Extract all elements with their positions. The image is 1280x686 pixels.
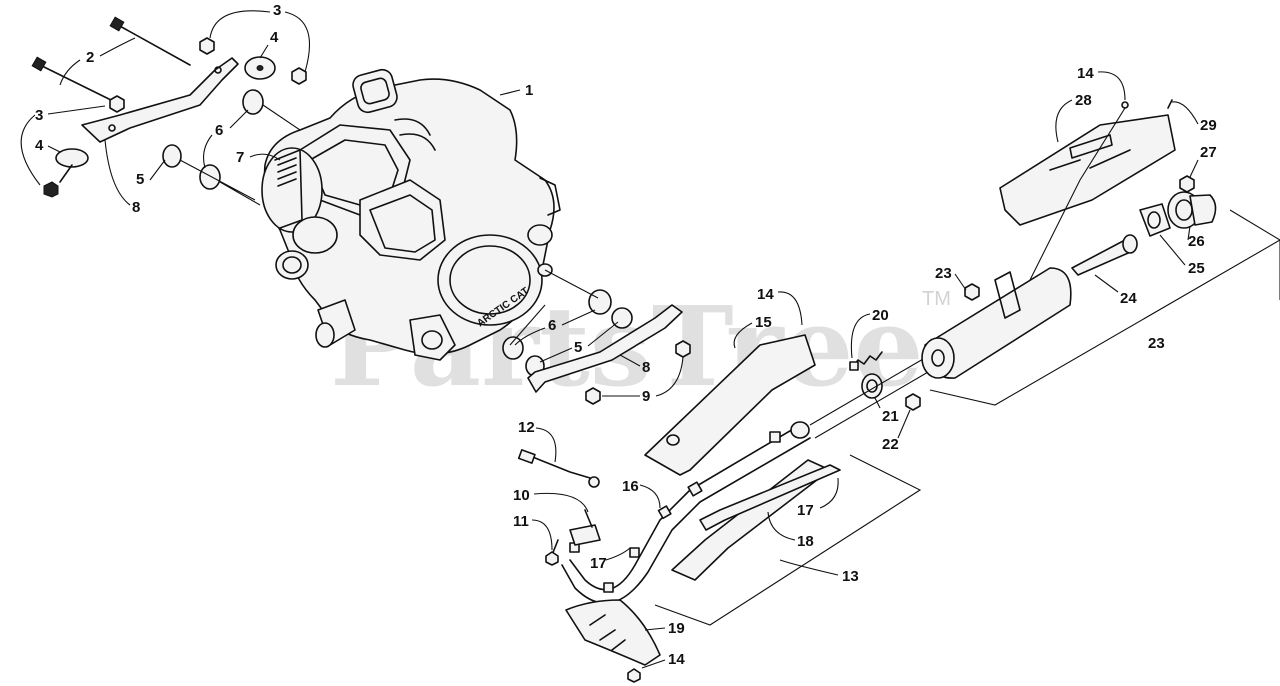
nut-23 xyxy=(964,283,980,301)
callout-5-left: 5 xyxy=(136,171,144,188)
callout-24: 24 xyxy=(1120,290,1137,307)
washer-upper xyxy=(244,56,276,80)
nut-lower-left xyxy=(585,387,601,405)
callout-12: 12 xyxy=(518,419,535,436)
screw-29 xyxy=(1167,99,1173,109)
sensor-wire-12 xyxy=(517,449,600,488)
callout-20: 20 xyxy=(872,307,889,324)
screw-14-top xyxy=(1121,101,1129,109)
spring-20 xyxy=(849,351,883,371)
bushing-upper xyxy=(162,89,264,190)
callout-4-left: 4 xyxy=(35,137,44,154)
callout-11: 11 xyxy=(513,513,529,530)
bolt-long-lower xyxy=(31,56,116,103)
callout-7: 7 xyxy=(236,149,244,166)
fin-lines xyxy=(277,157,297,187)
callouts: 1 2 3 4 3 4 5 6 7 8 6 5 8 xyxy=(20,2,1217,669)
callout-22: 22 xyxy=(882,436,899,453)
bolt-long-upper xyxy=(109,16,191,66)
callout-14-top: 14 xyxy=(1077,65,1094,82)
callout-17-right: 17 xyxy=(797,502,814,519)
callout-19: 19 xyxy=(668,620,685,637)
callout-4-top: 4 xyxy=(270,29,279,46)
callout-23-right: 23 xyxy=(1148,335,1165,352)
damper-mount-left xyxy=(43,148,89,198)
nut-22 xyxy=(905,393,921,411)
watermark-trademark: TM xyxy=(922,288,951,310)
callout-25: 25 xyxy=(1188,260,1205,277)
nut-upper-right xyxy=(291,67,307,85)
callout-16: 16 xyxy=(622,478,639,495)
tailpipe-26 xyxy=(1167,191,1217,229)
callout-14-bottom: 14 xyxy=(668,651,685,668)
callout-5-right: 5 xyxy=(574,339,582,356)
engine-assembly: ARCTIC CAT xyxy=(261,68,561,361)
callout-13: 13 xyxy=(842,568,859,585)
callout-6-right: 6 xyxy=(548,317,556,334)
callout-23-left: 23 xyxy=(935,265,952,282)
callout-6-left: 6 xyxy=(215,122,223,139)
heat-shield-15 xyxy=(644,334,816,476)
callout-27: 27 xyxy=(1200,144,1217,161)
callout-28: 28 xyxy=(1075,92,1092,109)
o2-sensor-bracket xyxy=(569,509,601,546)
bracket-23 xyxy=(929,239,1280,406)
cover-19 xyxy=(565,599,661,683)
heat-shield-18 xyxy=(671,459,841,581)
nut-lower-right xyxy=(675,340,691,358)
nut-upper-left xyxy=(199,37,215,55)
upper-mount-bracket xyxy=(81,57,239,143)
callout-21: 21 xyxy=(882,408,899,425)
callout-14-mid: 14 xyxy=(757,286,774,303)
callout-26: 26 xyxy=(1188,233,1205,250)
spark-arrestor-24 xyxy=(1071,234,1138,276)
muffler-23 xyxy=(921,267,1072,379)
callout-17-left: 17 xyxy=(590,555,607,572)
gasket-21 xyxy=(861,373,883,399)
callout-10: 10 xyxy=(513,487,530,504)
bracket-13 xyxy=(654,454,922,626)
exhaust-header-pipe xyxy=(561,421,811,604)
callout-1: 1 xyxy=(525,82,533,99)
callout-29: 29 xyxy=(1200,117,1217,134)
callout-18: 18 xyxy=(797,533,814,550)
callout-2: 2 xyxy=(86,49,94,66)
heat-shield-28 xyxy=(999,114,1176,226)
bolt-11 xyxy=(545,539,559,566)
bolt-27 xyxy=(1179,175,1195,193)
callout-15: 15 xyxy=(755,314,772,331)
nut-left-small xyxy=(109,95,125,113)
gasket-25 xyxy=(1139,203,1171,237)
callout-3-left: 3 xyxy=(35,107,43,124)
callout-8-right: 8 xyxy=(642,359,650,376)
lower-mount-bracket xyxy=(527,304,683,393)
callout-3-top: 3 xyxy=(273,2,281,19)
callout-8-left: 8 xyxy=(132,199,140,216)
callout-9: 9 xyxy=(642,388,650,405)
